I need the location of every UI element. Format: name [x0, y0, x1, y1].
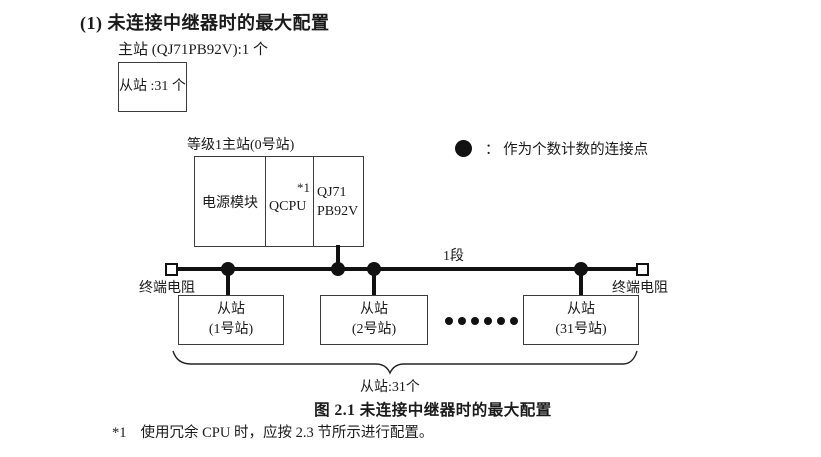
slave-station-number: (31号站) — [555, 322, 607, 337]
master-station-label: 等级1主站(0号站) — [187, 138, 295, 153]
master-station-box: 电源模块 *1 QCPU QJ71 PB92V — [194, 156, 364, 247]
continuation-dots-icon — [445, 317, 518, 325]
connection-point-icon — [455, 140, 472, 157]
qj71-label: QJ71 — [317, 184, 347, 200]
connection-point-icon — [367, 262, 381, 276]
terminating-resistor-right-label: 终端电阻 — [612, 281, 668, 296]
pb92v-label: PB92V — [317, 203, 359, 219]
qcpu-label: QCPU — [269, 199, 307, 214]
connection-point-icon — [331, 262, 345, 276]
section-heading: (1) 未连接中继器时的最大配置 — [80, 13, 330, 33]
slave-station-number: (1号站) — [208, 322, 254, 337]
slave31-drop-line — [579, 267, 583, 295]
slave-station-2-box: 从站 (2号站) — [320, 295, 428, 345]
slave-total-label: 从站:31个 — [360, 380, 420, 395]
footnote: *1 使用冗余 CPU 时，应按 2.3 节所示进行配置。 — [112, 421, 433, 442]
connection-point-icon — [574, 262, 588, 276]
legend-text: ： 作为个数计数的连接点 — [485, 142, 649, 158]
slave-count-line: 从站 :31 个 — [118, 62, 187, 112]
brace — [172, 350, 638, 375]
master-count-line: 主站 (QJ71PB92V):1 个 — [118, 42, 269, 58]
slave2-drop-line — [372, 267, 376, 295]
segment-label: 1段 — [443, 249, 464, 264]
terminating-resistor-right-icon — [636, 263, 649, 276]
footnote-ref: *1 — [112, 425, 127, 441]
footnote-text: 使用冗余 CPU 时，应按 2.3 节所示进行配置。 — [140, 425, 434, 441]
qj71pb92v-cell: QJ71 PB92V — [314, 156, 364, 247]
slave-label: 从站 — [567, 302, 595, 317]
footnote-ref-marker: *1 — [297, 180, 310, 195]
power-module-cell: 电源模块 — [194, 156, 266, 247]
slave-label: 从站 — [217, 302, 245, 317]
slave-label: 从站 — [360, 302, 388, 317]
terminating-resistor-left-label: 终端电阻 — [139, 281, 195, 296]
legend: ： 作为个数计数的连接点 — [455, 138, 648, 159]
slave-station-31-box: 从站 (31号站) — [523, 295, 639, 345]
slave-station-1-box: 从站 (1号站) — [178, 295, 284, 345]
connection-point-icon — [221, 262, 235, 276]
slave-station-number: (2号站) — [351, 322, 397, 337]
qcpu-cell: *1 QCPU — [266, 156, 314, 247]
slave1-drop-line — [226, 267, 230, 295]
figure-caption: 图 2.1 未连接中继器时的最大配置 — [314, 402, 552, 419]
bus-line — [172, 267, 642, 271]
master-drop-line — [336, 245, 340, 269]
terminating-resistor-left-icon — [165, 263, 178, 276]
